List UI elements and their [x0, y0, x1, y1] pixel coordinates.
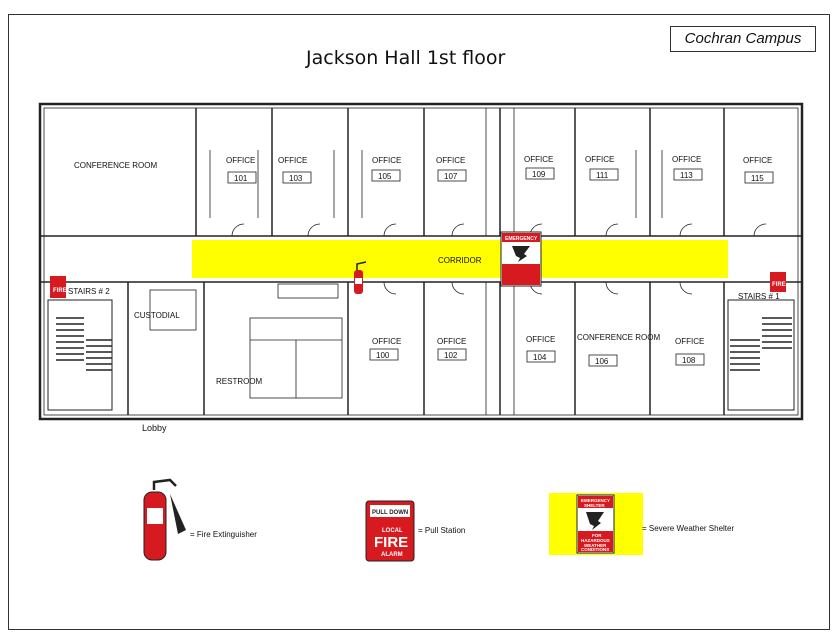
- room-number-boxes-top: [227, 167, 774, 184]
- legend-pull-line-1: PULL DOWN: [372, 510, 408, 516]
- stair-treads-left: [56, 317, 112, 371]
- legend-shelter-line-6: CONDITIONS: [581, 547, 609, 552]
- stairs-2-label: STAIRS # 2: [68, 287, 110, 296]
- pull-station-marker-left: FIRE: [50, 276, 67, 298]
- legend-pull-station-text: = Pull Station: [418, 526, 466, 535]
- restroom-label: RESTROOM: [216, 377, 263, 386]
- legend-shelter-text: = Severe Weather Shelter: [642, 524, 735, 533]
- legend-fire-extinguisher-icon: [143, 478, 186, 561]
- office-label-107: OFFICE: [436, 156, 465, 165]
- weather-shelter-marker: EMERGENCY: [500, 231, 542, 287]
- legend-shelter-line-1: EMERGENCY: [581, 498, 610, 503]
- office-label-115: OFFICE: [743, 156, 772, 165]
- room-number-113: 113: [680, 171, 693, 180]
- office-label-111: OFFICE: [585, 155, 614, 164]
- corridor-highlight: [192, 240, 728, 278]
- legend-shelter-line-5: WEATHER: [584, 543, 607, 548]
- room-number-103: 103: [289, 174, 303, 183]
- office-label-101: OFFICE: [226, 156, 255, 165]
- legend-shelter-line-3: FOR: [592, 533, 602, 538]
- legend-pull-station-icon: PULL DOWN LOCAL FIRE ALARM: [365, 500, 415, 562]
- legend-extinguisher-text: = Fire Extinguisher: [190, 530, 257, 539]
- legend-weather-shelter-icon: EMERGENCY SHELTER FOR HAZARDOUS WEATHER …: [549, 493, 643, 555]
- conference-room-bottom-label: CONFERENCE ROOM: [577, 333, 660, 342]
- room-number-108: 108: [682, 356, 696, 365]
- pull-station-marker-right: FIRE: [770, 272, 786, 292]
- office-label-105: OFFICE: [372, 156, 401, 165]
- door-swings: [231, 223, 767, 295]
- office-label-108: OFFICE: [675, 337, 704, 346]
- stair-treads-right: [730, 317, 792, 371]
- shelter-marker-text: EMERGENCY: [505, 236, 538, 242]
- room-number-115: 115: [751, 174, 764, 183]
- map-frame: [8, 14, 830, 630]
- custodial-label: CUSTODIAL: [134, 311, 180, 320]
- room-number-100: 100: [376, 351, 390, 360]
- room-number-101: 101: [234, 174, 248, 183]
- legend-pull-line-3: FIRE: [374, 534, 408, 551]
- legend-pull-line-4: ALARM: [381, 552, 403, 558]
- office-label-100: OFFICE: [372, 337, 401, 346]
- room-number-109: 109: [532, 170, 546, 179]
- lobby-label: Lobby: [142, 423, 167, 433]
- corridor-label: CORRIDOR: [438, 256, 482, 265]
- room-number-105: 105: [378, 172, 392, 181]
- legend-pull-line-2: LOCAL: [382, 528, 403, 534]
- office-label-102: OFFICE: [437, 337, 466, 346]
- conference-room-top-label: CONFERENCE ROOM: [74, 161, 157, 170]
- office-label-103: OFFICE: [278, 156, 307, 165]
- stairs-1-label: STAIRS # 1: [738, 292, 780, 301]
- room-number-102: 102: [444, 351, 458, 360]
- office-label-104: OFFICE: [526, 335, 555, 344]
- office-label-113: OFFICE: [672, 155, 701, 164]
- room-number-boxes-bottom: [369, 348, 705, 367]
- pull-marker-right-text: FIRE: [772, 282, 786, 288]
- map-title: Jackson Hall 1st floor: [306, 47, 506, 69]
- fire-extinguisher-marker: [354, 261, 367, 294]
- room-number-107: 107: [444, 172, 458, 181]
- building-walls: [38, 102, 804, 421]
- legend-shelter-line-4: HAZARDOUS: [581, 538, 610, 543]
- room-number-104: 104: [533, 353, 547, 362]
- office-label-109: OFFICE: [524, 155, 553, 164]
- room-number-106: 106: [595, 357, 609, 366]
- campus-label: Cochran Campus: [670, 26, 816, 52]
- legend-shelter-line-2: SHELTER: [584, 503, 605, 508]
- room-number-111: 111: [596, 171, 609, 180]
- pull-marker-left-text: FIRE: [53, 288, 67, 294]
